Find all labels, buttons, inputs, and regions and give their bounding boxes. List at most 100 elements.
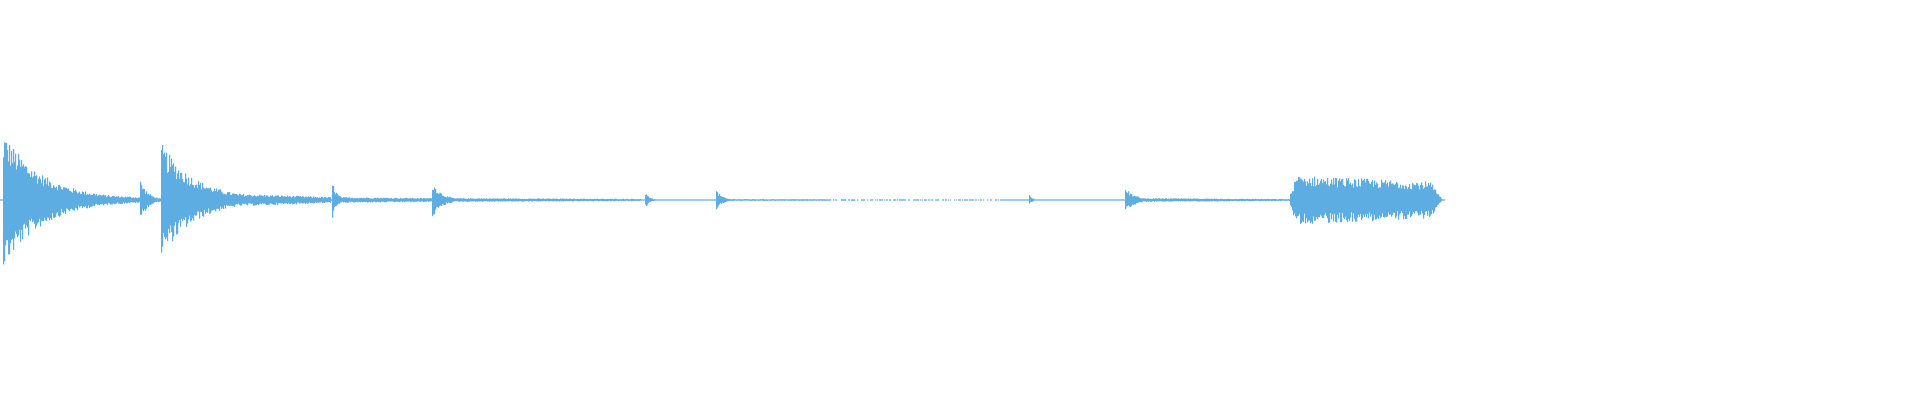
- waveform-sample: [300, 196, 302, 204]
- waveform-sample: [68, 188, 70, 211]
- waveform-sample: [439, 193, 441, 207]
- waveform-sample: [365, 198, 367, 203]
- waveform-sample: [1261, 198, 1263, 202]
- waveform-sample: [743, 199, 745, 201]
- waveform-sample: [773, 199, 775, 201]
- waveform-sample: [104, 195, 106, 204]
- waveform-sample: [59, 184, 61, 217]
- waveform-sample: [1032, 198, 1034, 202]
- waveform-sample: [476, 198, 478, 202]
- waveform-sample: [404, 198, 406, 202]
- waveform-sample: [659, 199, 661, 201]
- waveform-sample: [251, 195, 253, 205]
- waveform-sample: [843, 199, 845, 201]
- waveform-sample: [908, 199, 910, 201]
- waveform-sample: [81, 194, 83, 206]
- waveform-sample: [475, 198, 477, 202]
- waveform-sample: [715, 199, 717, 201]
- waveform-sample: [1145, 198, 1147, 202]
- waveform-sample: [788, 199, 790, 201]
- waveform-sample: [1323, 179, 1325, 218]
- waveform-sample: [376, 198, 378, 203]
- waveform-sample: [1144, 198, 1146, 202]
- waveform-sample: [400, 197, 402, 202]
- waveform-sample: [540, 198, 542, 202]
- waveform-sample: [589, 198, 591, 201]
- waveform-sample: [917, 199, 919, 201]
- waveform-sample: [778, 199, 780, 201]
- waveform-sample: [584, 198, 586, 201]
- waveform-sample: [489, 198, 491, 202]
- waveform-sample: [795, 199, 797, 201]
- waveform-sample: [1045, 199, 1047, 201]
- waveform-sample: [360, 197, 362, 203]
- waveform-sample: [1210, 199, 1212, 202]
- waveform-sample: [1015, 199, 1017, 201]
- waveform-sample: [669, 199, 671, 201]
- waveform-sample: [522, 198, 524, 202]
- waveform-sample: [453, 198, 455, 202]
- waveform-sample: [96, 194, 98, 204]
- waveform-sample: [1070, 199, 1072, 201]
- waveform-sample: [1027, 199, 1029, 201]
- waveform-sample: [369, 198, 371, 202]
- waveform-sample: [304, 197, 306, 203]
- waveform-sample: [457, 198, 459, 202]
- waveform-sample: [436, 193, 438, 208]
- waveform-sample: [1407, 189, 1409, 215]
- waveform-sample: [553, 198, 555, 202]
- waveform-sample: [1099, 199, 1101, 201]
- waveform-sample: [521, 198, 523, 202]
- waveform-sample: [21, 160, 23, 230]
- waveform-sample: [405, 197, 407, 202]
- waveform-sample: [293, 195, 295, 204]
- waveform-sample: [1091, 199, 1093, 201]
- waveform-sample: [1125, 190, 1127, 210]
- waveform-sample: [698, 199, 700, 201]
- waveform-sample: [937, 199, 939, 201]
- waveform-sample: [394, 198, 396, 203]
- waveform-sample: [1224, 199, 1226, 202]
- waveform-sample: [1318, 185, 1320, 218]
- waveform-sample: [1425, 181, 1427, 212]
- waveform-sample: [1389, 181, 1391, 215]
- waveform-sample: [1136, 196, 1138, 203]
- waveform-sample: [472, 198, 474, 202]
- waveform-sample: [389, 198, 391, 202]
- waveform-sample: [494, 198, 496, 202]
- waveform-sample: [1002, 199, 1004, 201]
- waveform-sample: [22, 166, 24, 240]
- waveform-sample: [1331, 179, 1333, 220]
- waveform-sample: [417, 198, 419, 202]
- waveform-sample: [252, 196, 254, 204]
- waveform-sample: [614, 198, 616, 202]
- waveform-sample: [1417, 183, 1419, 213]
- waveform-sample: [543, 198, 545, 202]
- waveform-sample: [552, 198, 554, 202]
- waveform-sample: [338, 195, 340, 204]
- waveform-sample: [981, 199, 983, 201]
- waveform-sample: [712, 199, 714, 201]
- waveform-sample: [648, 196, 650, 203]
- waveform-sample: [1290, 193, 1292, 206]
- waveform-sample: [148, 193, 150, 208]
- waveform-sample: [1259, 199, 1261, 202]
- waveform-sample: [84, 194, 86, 207]
- waveform-sample: [467, 198, 469, 202]
- waveform-sample: [26, 166, 28, 226]
- waveform-sample: [1106, 199, 1108, 201]
- waveform-sample: [1146, 198, 1148, 202]
- waveform-sample: [1021, 199, 1023, 201]
- waveform-sample: [1384, 182, 1386, 218]
- waveform-sample: [826, 199, 828, 201]
- waveform-sample: [738, 199, 740, 201]
- waveform-sample: [318, 198, 320, 203]
- waveform-sample: [1105, 199, 1107, 201]
- waveform-sample: [1102, 199, 1104, 201]
- waveform-sample: [348, 197, 350, 203]
- waveform-sample: [1386, 184, 1388, 218]
- waveform-sample: [1248, 199, 1250, 201]
- waveform-sample: [464, 198, 466, 202]
